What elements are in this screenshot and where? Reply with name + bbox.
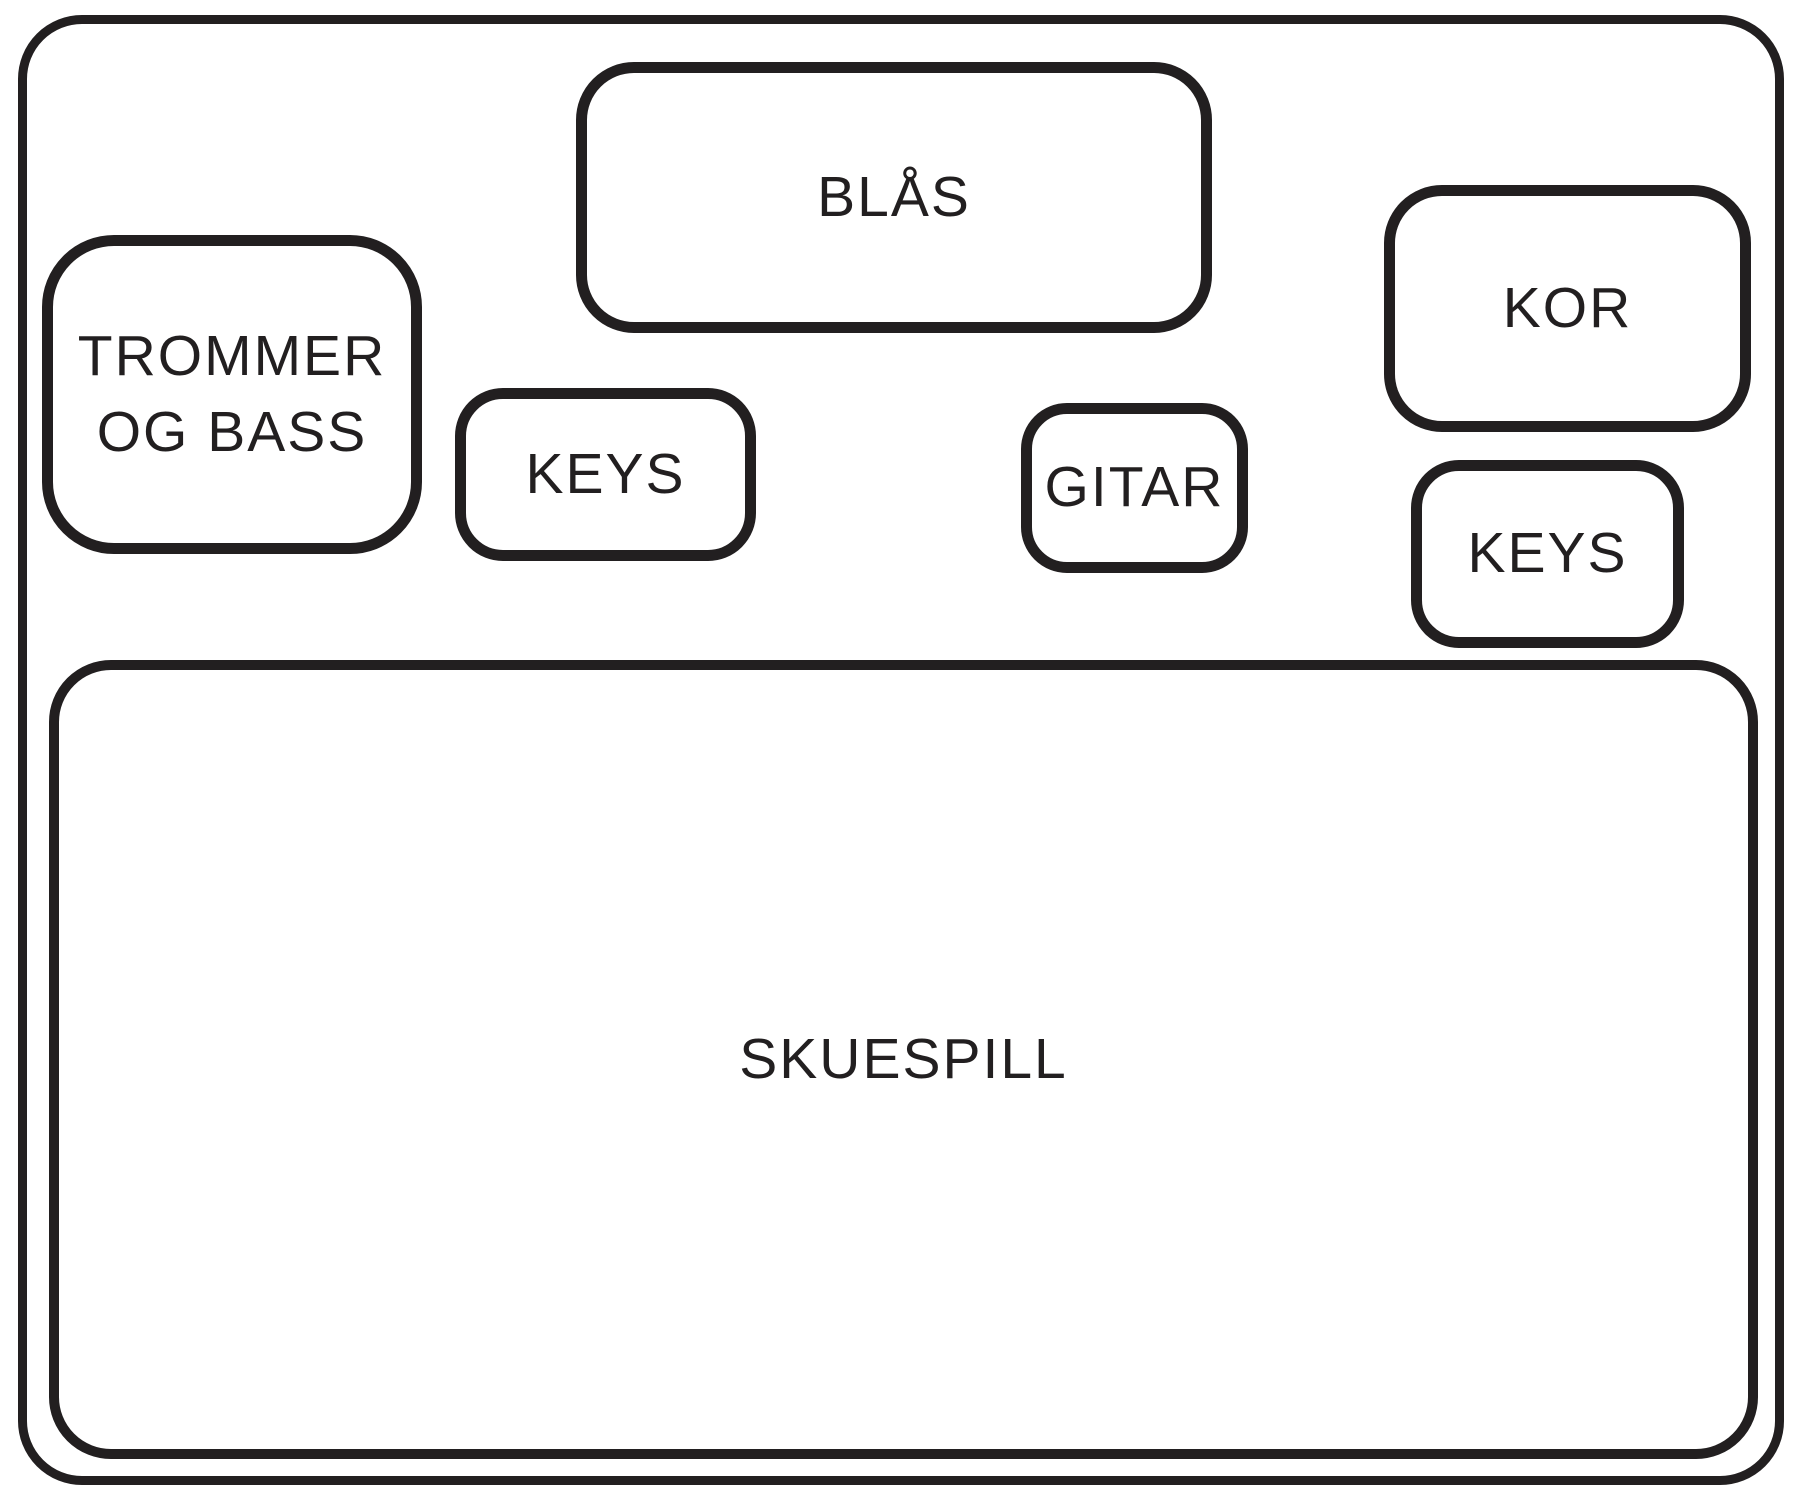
zone-blas-label: BLÅS <box>817 164 971 229</box>
zone-gitar-label: GITAR <box>1044 455 1225 520</box>
zone-keys-left-label: KEYS <box>525 441 686 506</box>
zone-kor-label: KOR <box>1502 275 1633 340</box>
zone-keys-right-label: KEYS <box>1467 521 1628 586</box>
stage-outline <box>18 15 1784 1485</box>
zone-blas: BLÅS <box>576 62 1212 333</box>
zone-keys-right: KEYS <box>1411 460 1684 648</box>
zone-gitar: GITAR <box>1021 403 1248 573</box>
zone-skuespill: SKUESPILL <box>49 660 1758 1459</box>
zone-kor: KOR <box>1384 185 1751 432</box>
zone-keys-left: KEYS <box>455 388 756 561</box>
zone-skuespill-label: SKUESPILL <box>739 1026 1068 1091</box>
